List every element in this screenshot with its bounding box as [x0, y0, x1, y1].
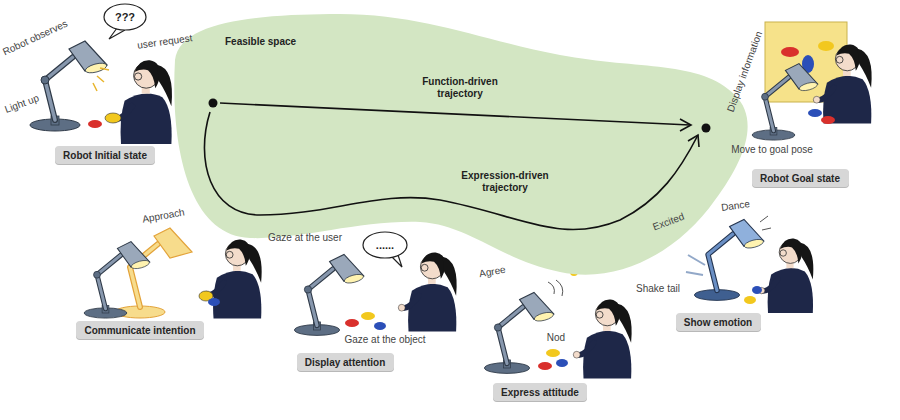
start-dot	[209, 99, 218, 108]
node-text: Show emotion	[684, 317, 752, 328]
region-shape	[165, 8, 750, 290]
annotation: Robot observes	[1, 18, 69, 58]
node-text: Communicate intention	[84, 325, 195, 336]
behavior-label: Communicate intention	[76, 321, 204, 339]
annotation: Move to goal pose	[731, 144, 813, 155]
behavior-label: Show emotion	[676, 313, 761, 331]
annotation: Approach	[141, 206, 185, 224]
behavior-label: Express attitude	[493, 383, 587, 401]
annotation: Dance	[720, 198, 750, 213]
trajectory-label: Function-driven trajectory	[414, 76, 506, 100]
state-label: Robot Goal state	[752, 169, 849, 187]
annotation: Nod	[547, 332, 565, 343]
annotation: Gaze at the user	[268, 232, 342, 243]
feasible-space-shape	[174, 14, 747, 275]
node-text: Feasible space	[225, 36, 296, 47]
feasible-region: Feasible space	[165, 8, 750, 290]
function-trajectory	[220, 103, 690, 125]
node-text: Display attention	[305, 357, 386, 368]
annotation: Gaze at the object	[344, 334, 425, 345]
node-text: Express attitude	[501, 387, 579, 398]
annotation: Display information	[725, 30, 764, 114]
node-text: Robot Goal state	[760, 173, 840, 184]
trajectory-label: Expression-driven trajectory	[455, 170, 555, 194]
annotation: Agree	[478, 264, 506, 279]
behavior-label: Display attention	[297, 353, 394, 371]
goal-dot	[702, 124, 711, 133]
node-text: Robot Initial state	[63, 150, 147, 161]
annotation: Shake tail	[636, 283, 680, 294]
expression-trajectory	[204, 112, 698, 230]
speech-bubble: ???	[103, 3, 147, 31]
node-text: ???	[115, 11, 135, 23]
state-label: Robot Initial state	[55, 146, 155, 164]
node-text: ......	[376, 239, 394, 251]
arrowhead	[680, 119, 691, 131]
speech-bubble: ......	[362, 231, 408, 259]
annotation: Light up	[3, 92, 40, 115]
arrowhead	[688, 135, 699, 147]
